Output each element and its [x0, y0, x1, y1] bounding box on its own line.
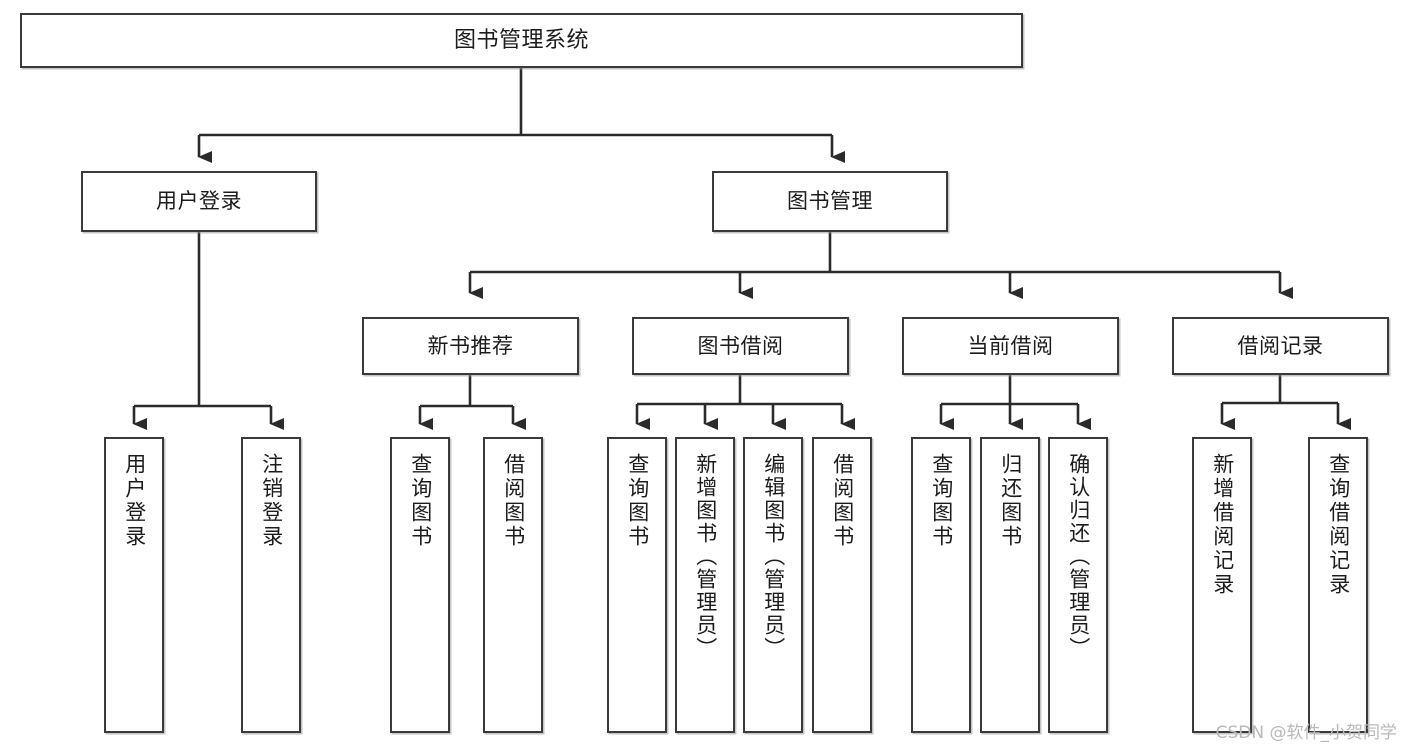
leaf-label: 查询借阅记录	[1326, 453, 1351, 597]
node-label: 图书管理系统	[453, 27, 589, 53]
node-label: 借阅记录	[1237, 333, 1324, 358]
leaf-label: 新增借阅记录	[1210, 453, 1235, 597]
leaf-book-borrow-query-book[interactable]: 查询图书	[607, 437, 667, 733]
node-current-borrow[interactable]: 当前借阅	[902, 317, 1119, 375]
leaf-label: 用户登录	[122, 453, 147, 549]
leaf-label: 查询图书	[408, 453, 433, 549]
leaf-label: 注销登录	[259, 453, 284, 549]
leaf-new-book-query-book[interactable]: 查询图书	[390, 437, 450, 733]
leaf-user-login-login[interactable]: 用户登录	[104, 437, 164, 733]
node-borrow-record[interactable]: 借阅记录	[1172, 317, 1389, 375]
leaf-new-book-borrow-book[interactable]: 借阅图书	[483, 437, 543, 733]
leaf-borrow-record-query-record[interactable]: 查询借阅记录	[1308, 437, 1368, 733]
leaf-label: 查询图书	[625, 453, 650, 549]
leaf-label: 新增图书（管理员）	[693, 453, 718, 660]
node-label: 图书管理	[787, 189, 873, 214]
node-label: 当前借阅	[967, 333, 1054, 358]
leaf-current-borrow-return-book[interactable]: 归还图书	[980, 437, 1040, 733]
leaf-current-borrow-query-book[interactable]: 查询图书	[911, 437, 971, 733]
leaf-borrow-record-add-record[interactable]: 新增借阅记录	[1192, 437, 1252, 733]
leaf-current-borrow-confirm-return-admin[interactable]: 确认归还（管理员）	[1048, 437, 1108, 733]
leaf-label: 借阅图书	[501, 453, 526, 549]
node-book-borrow[interactable]: 图书借阅	[632, 317, 849, 375]
leaf-label: 查询图书	[929, 453, 954, 549]
node-root-book-management-system[interactable]: 图书管理系统	[20, 13, 1023, 68]
leaf-label: 借阅图书	[830, 453, 855, 549]
leaf-book-borrow-borrow-book[interactable]: 借阅图书	[812, 437, 872, 733]
leaf-label: 归还图书	[998, 453, 1023, 549]
leaf-user-login-logout[interactable]: 注销登录	[241, 437, 301, 733]
node-new-book-recommendation[interactable]: 新书推荐	[362, 317, 579, 375]
node-label: 新书推荐	[427, 333, 514, 358]
leaf-label: 编辑图书（管理员）	[761, 453, 786, 660]
leaf-book-borrow-add-book-admin[interactable]: 新增图书（管理员）	[675, 437, 735, 733]
leaf-book-borrow-edit-book-admin[interactable]: 编辑图书（管理员）	[743, 437, 803, 733]
leaf-label: 确认归还（管理员）	[1066, 453, 1091, 660]
watermark: CSDN @软件_小贺同学	[1215, 723, 1397, 743]
node-label: 用户登录	[156, 189, 242, 214]
node-book-management[interactable]: 图书管理	[712, 171, 948, 232]
node-user-login[interactable]: 用户登录	[81, 171, 317, 232]
node-label: 图书借阅	[697, 333, 784, 358]
